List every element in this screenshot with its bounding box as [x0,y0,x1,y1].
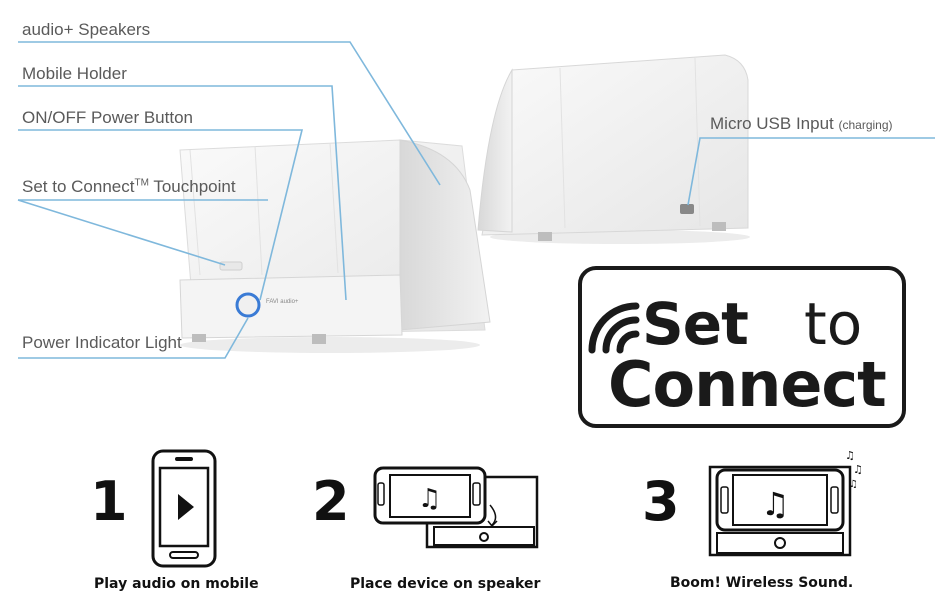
callout-touchpoint: Set to ConnectTM Touchpoint [22,177,236,197]
logo-word-connect: Connect [608,348,887,421]
step-caption-2: Place device on speaker [350,576,541,592]
step-number-2: 2 [312,470,350,533]
usb-sublabel: (charging) [838,118,893,132]
touchpoint-label-rest: Touchpoint [148,177,236,196]
step-caption-1: Play audio on mobile [94,576,259,592]
leader-line-usb [687,137,935,206]
step-caption-3: Boom! Wireless Sound. [670,575,854,591]
leader-line-touchpoint [17,199,226,266]
speaker-brand-mark: FAVI audio+ [266,299,299,305]
phone-play-icon [151,449,217,568]
music-note-icon: ♫ [418,484,441,514]
leader-line-speakers [18,41,441,186]
trademark-mark: TM [134,177,149,189]
music-note-icon: ♫ [761,485,790,523]
callout-usb: Micro USB Input (charging) [710,114,893,134]
leader-line-power-button [18,129,304,301]
music-note-small-icon: ♫ [845,449,855,462]
usb-label: Micro USB Input [710,114,834,133]
callout-power-indicator: Power Indicator Light [22,333,182,352]
power-indicator-light [235,292,261,318]
set-to-connect-logo: Set to Connect [578,266,906,428]
micro-usb-port [680,204,694,214]
step-number-3: 3 [642,470,680,533]
callout-speakers: audio+ Speakers [22,20,151,39]
music-note-small-icon: ♫ [853,463,863,476]
wireless-waves-icon [588,302,640,354]
leader-line-indicator [18,317,249,359]
wireless-sound-icon: ♫ ♫ ♫ ♫ [708,449,863,557]
callout-power-button: ON/OFF Power Button [22,108,193,127]
step-number-1: 1 [90,470,128,533]
logo-word-set: Set [642,290,749,358]
callout-mobile-holder: Mobile Holder [22,64,127,83]
front-speaker [179,139,491,353]
logo-word-to: to [804,290,863,358]
touchpoint-label: Set to Connect [22,177,135,196]
leader-line-holder [18,85,347,301]
rear-speaker [477,54,750,244]
place-device-icon: ♫ [373,466,539,549]
music-note-small-icon: ♫ [849,479,858,490]
